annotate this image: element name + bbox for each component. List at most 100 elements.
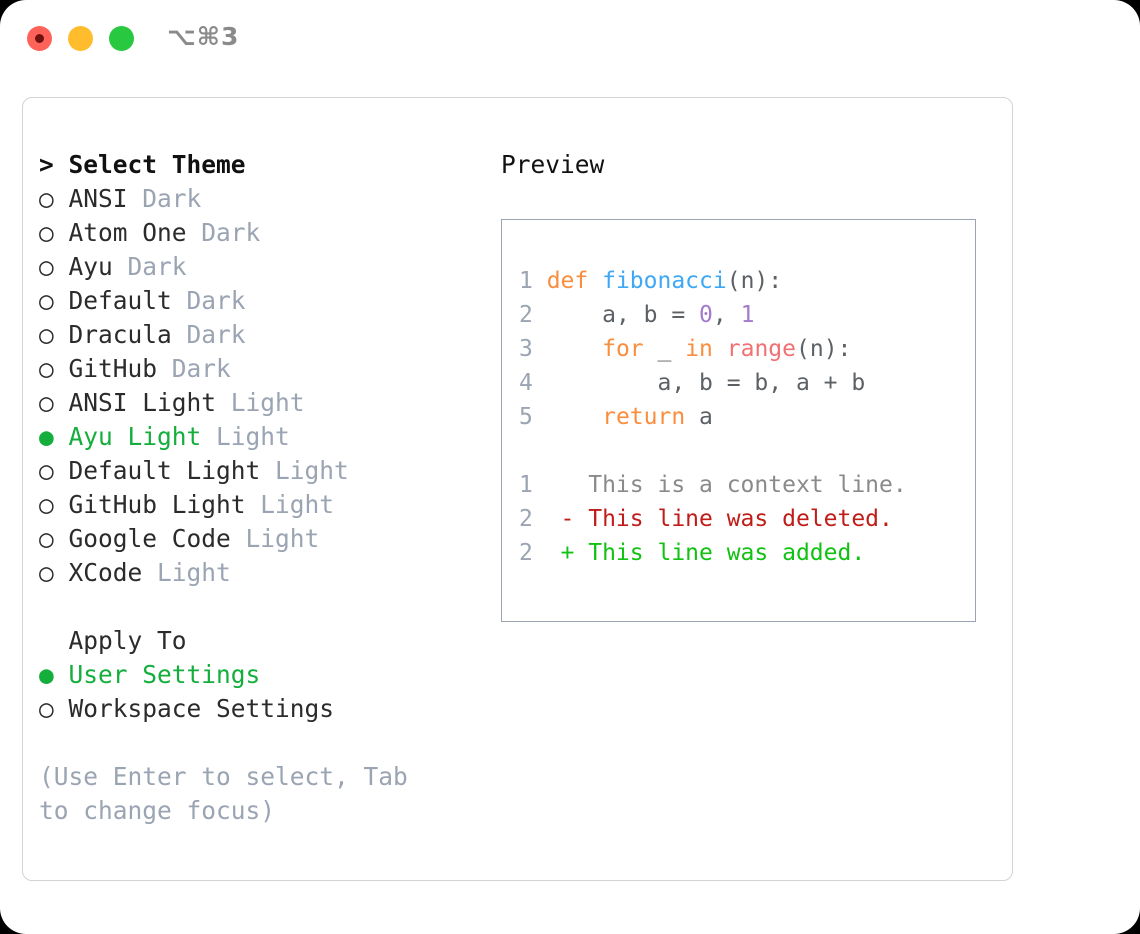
theme-option-ansi-light[interactable]: ○ ANSI Light Light (39, 386, 489, 420)
section-title-select-theme: > Select Theme (39, 148, 489, 182)
radio-unselected-icon: ○ (39, 524, 54, 553)
code-line: 1 def fibonacci(n): (519, 264, 975, 298)
theme-option-label: GitHub (53, 354, 158, 383)
theme-variant-badge: Dark (186, 218, 261, 247)
theme-option-label: GitHub Light (53, 490, 246, 519)
radio-unselected-icon: ○ (39, 320, 54, 349)
diff-line-ctx: 1 This is a context line. (519, 468, 975, 502)
theme-option-label: Ayu (53, 252, 113, 281)
keyboard-shortcut-label: ⌥⌘3 (167, 22, 240, 51)
keyboard-hint-text: (Use Enter to select, Tab to change focu… (39, 762, 423, 825)
theme-option-dracula[interactable]: ○ Dracula Dark (39, 318, 489, 352)
theme-option-label: ANSI (53, 184, 128, 213)
theme-option-label: XCode (53, 558, 143, 587)
radio-unselected-icon: ○ (39, 694, 54, 723)
diff-text: This is a context line. (588, 472, 907, 498)
code-line: 5 return a (519, 400, 975, 434)
line-number: 5 (519, 404, 533, 430)
code-token-punct: (n): (726, 268, 783, 294)
radio-unselected-icon: ○ (39, 184, 54, 213)
theme-variant-badge: Dark (127, 184, 202, 213)
theme-variant-badge: Dark (157, 354, 231, 383)
theme-option-ayu[interactable]: ○ Ayu Dark (39, 250, 489, 284)
apply-to-option-label: Workspace Settings (53, 694, 335, 723)
theme-option-ansi[interactable]: ○ ANSI Dark (39, 182, 489, 216)
apply-to-list: ● User Settings○ Workspace Settings (39, 658, 489, 726)
code-token-kw: for (602, 336, 644, 362)
code-token-builtin: range (726, 336, 796, 362)
theme-option-ayu-light[interactable]: ● Ayu Light Light (39, 420, 489, 454)
window-controls (27, 26, 134, 51)
code-token-plain: a (685, 404, 713, 430)
line-number: 2 (519, 302, 533, 328)
theme-option-github[interactable]: ○ GitHub Dark (39, 352, 489, 386)
theme-option-label: Google Code (53, 524, 231, 553)
preview-title: Preview (501, 150, 605, 179)
theme-option-github-light[interactable]: ○ GitHub Light Light (39, 488, 489, 522)
line-number: 4 (519, 370, 533, 396)
theme-variant-badge: Light (230, 524, 320, 553)
diff-marker: + (532, 540, 589, 566)
diff-text: This line was added. (588, 540, 866, 566)
title-bar: ⌥⌘3 (0, 0, 1140, 78)
theme-option-label: Default Light (53, 456, 261, 485)
theme-variant-badge: Dark (171, 320, 246, 349)
theme-variant-badge: Dark (112, 252, 187, 281)
theme-variant-badge: Light (201, 422, 290, 451)
theme-option-label: Dracula (53, 320, 172, 349)
theme-option-label: Default (53, 286, 172, 315)
code-token-num: 1 (740, 302, 755, 328)
close-button[interactable] (27, 26, 52, 51)
theme-option-xcode[interactable]: ○ XCode Light (39, 556, 489, 590)
code-token-kw: in (685, 336, 713, 362)
radio-unselected-icon: ○ (39, 456, 54, 485)
radio-unselected-icon: ○ (39, 558, 54, 587)
line-number: 2 (519, 540, 533, 566)
theme-list: ○ ANSI Dark○ Atom One Dark○ Ayu Dark○ De… (39, 182, 489, 590)
theme-option-label: Atom One (53, 218, 187, 247)
prompt-caret: > (39, 150, 69, 179)
apply-to-option-label: User Settings (53, 660, 261, 689)
diff-sample: 1 This is a context line.2 - This line w… (519, 468, 975, 570)
code-line: 4 a, b = b, a + b (519, 366, 975, 400)
theme-option-default[interactable]: ○ Default Dark (39, 284, 489, 318)
content-panel: > Select Theme ○ ANSI Dark○ Atom One Dar… (22, 97, 1013, 881)
radio-selected-icon: ● (39, 422, 54, 451)
code-line: 2 a, b = 0, 1 (519, 298, 975, 332)
maximize-button[interactable] (109, 26, 134, 51)
line-number: 3 (519, 336, 533, 362)
diff-line-add: 2 + This line was added. (519, 536, 975, 570)
theme-variant-badge: Light (245, 490, 335, 519)
code-token-plain: _ (643, 336, 686, 362)
theme-option-default-light[interactable]: ○ Default Light Light (39, 454, 489, 488)
code-token-plain: a, b = b, a + b (546, 370, 866, 396)
line-number: 1 (519, 268, 533, 294)
theme-option-label: ANSI Light (53, 388, 217, 417)
radio-unselected-icon: ○ (39, 252, 54, 281)
code-token-num: 0 (699, 302, 713, 328)
theme-option-google-code[interactable]: ○ Google Code Light (39, 522, 489, 556)
section-spacer (39, 590, 489, 624)
radio-unselected-icon: ○ (39, 354, 54, 383)
line-number: 1 (519, 472, 533, 498)
code-token-fn: fibonacci (602, 268, 727, 294)
preview-column: Preview 1 def fibonacci(n):2 a, b = 0, 1… (501, 148, 1001, 622)
apply-to-option-workspace-settings[interactable]: ○ Workspace Settings (39, 692, 489, 726)
code-token-punct: (n): (796, 336, 852, 362)
diff-line-del: 2 - This line was deleted. (519, 502, 975, 536)
apply-to-option-user-settings[interactable]: ● User Settings (39, 658, 489, 692)
line-number: 2 (519, 506, 533, 532)
theme-option-label: Ayu Light (53, 422, 202, 451)
theme-option-atom-one[interactable]: ○ Atom One Dark (39, 216, 489, 250)
code-token-kw: return (602, 404, 686, 430)
theme-variant-badge: Light (142, 558, 231, 587)
radio-selected-icon: ● (39, 660, 54, 689)
code-token-plain: a, b = (546, 302, 700, 328)
minimize-button[interactable] (68, 26, 93, 51)
code-token-plain (547, 404, 602, 430)
code-line: 3 for _ in range(n): (519, 332, 975, 366)
radio-unselected-icon: ○ (39, 388, 54, 417)
